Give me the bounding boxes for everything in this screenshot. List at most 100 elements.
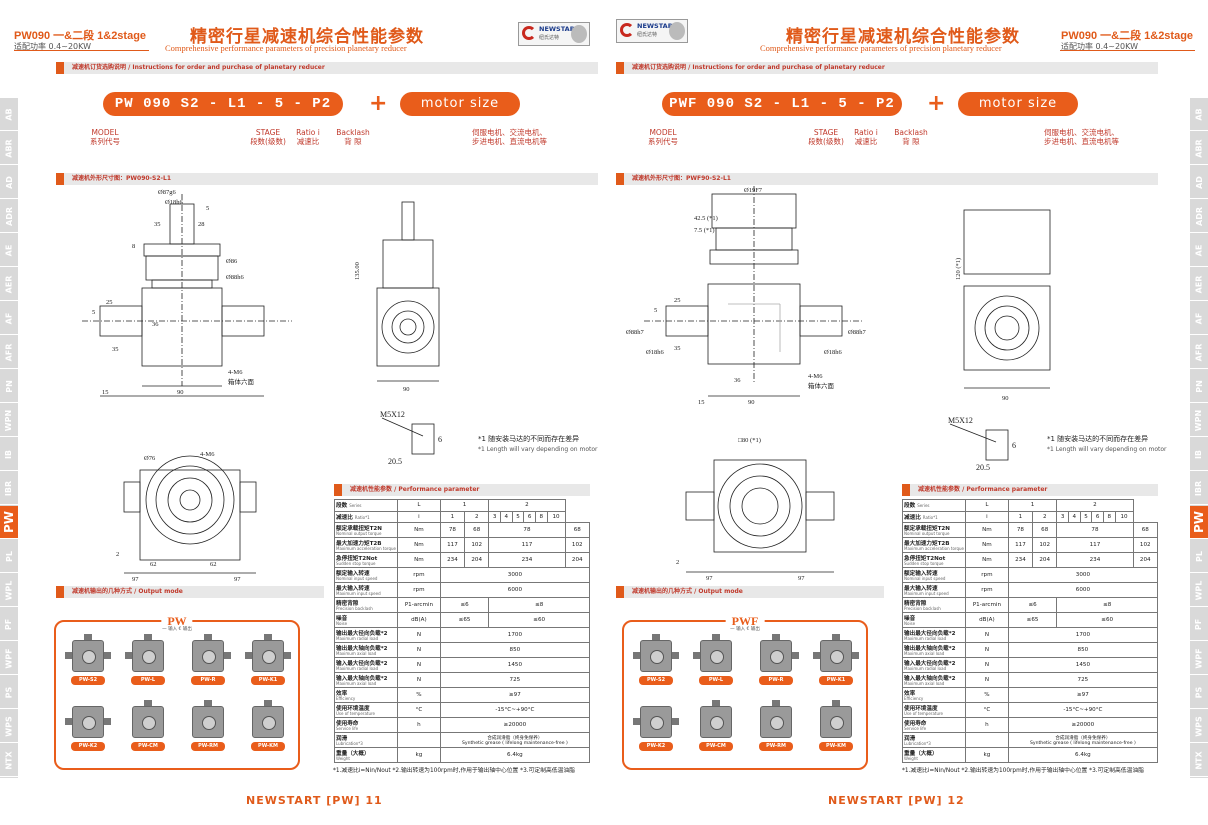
side-tab-wps[interactable]: WPS — [0, 710, 18, 743]
table-text: Precision backlash — [904, 605, 941, 611]
side-tab-ibr[interactable]: IBR — [1190, 472, 1208, 505]
side-tab-ab[interactable]: AB — [0, 98, 18, 131]
side-tab-ps[interactable]: PS — [1190, 676, 1208, 709]
side-tab-afr[interactable]: AFR — [1190, 336, 1208, 369]
side-tab-af[interactable]: AF — [0, 302, 18, 335]
side-tab-label: AF — [4, 312, 14, 324]
table-cell: N — [397, 642, 441, 658]
side-tab-abr[interactable]: ABR — [0, 132, 18, 165]
output-mode-item: PW-S2 — [630, 634, 682, 686]
side-tab-pw[interactable]: PW — [0, 506, 18, 539]
dim-label: 120 (*1) — [955, 258, 962, 280]
table-cell: L — [965, 499, 1009, 512]
dim-label: 97 — [132, 576, 139, 583]
side-tab-pl[interactable]: PL — [0, 540, 18, 573]
side-tab-ps[interactable]: PS — [0, 676, 18, 709]
side-tab-ae[interactable]: AE — [0, 234, 18, 267]
side-tab-ab[interactable]: AB — [1190, 98, 1208, 131]
side-tab-pf[interactable]: PF — [1190, 608, 1208, 641]
side-tab-abr[interactable]: ABR — [1190, 132, 1208, 165]
table-cell: 68 — [1032, 522, 1058, 538]
table-text: Noise — [336, 620, 348, 626]
side-tab-wpl[interactable]: WPL — [0, 574, 18, 607]
side-tab-ae[interactable]: AE — [1190, 234, 1208, 267]
side-tab-pn[interactable]: PN — [1190, 370, 1208, 403]
table-cell: 78 — [1056, 522, 1134, 538]
table-cell: rpm — [965, 567, 1009, 583]
side-tab-af[interactable]: AF — [1190, 302, 1208, 335]
side-tab-adr[interactable]: ADR — [1190, 200, 1208, 233]
side-tab-ib[interactable]: IB — [0, 438, 18, 471]
table-text: 额定输入转速 — [336, 570, 370, 577]
table-cell: % — [965, 687, 1009, 703]
table-text: 输出最大轴向负载*2 — [336, 645, 388, 652]
table-cell: 117 — [1007, 537, 1034, 553]
table-text: 最大加速力矩T2B — [336, 540, 382, 547]
side-tab-aer[interactable]: AER — [0, 268, 18, 301]
side-tab-ntx[interactable]: NTX — [0, 744, 18, 777]
side-tab-afr[interactable]: AFR — [0, 336, 18, 369]
table-cell: 234 — [1056, 552, 1134, 568]
table-cell: 117 — [488, 537, 566, 553]
dim-label: 15 — [102, 389, 109, 396]
side-tab-ibr[interactable]: IBR — [0, 472, 18, 505]
side-tab-ntx[interactable]: NTX — [1190, 744, 1208, 777]
table-text: Nominal output torque — [904, 530, 950, 536]
table-text: Noise — [904, 620, 916, 626]
output-tag: PW-R — [191, 676, 225, 685]
dim-label: 135.00 — [354, 262, 361, 280]
output-legend: 一 输入 € 输出 — [730, 627, 760, 632]
output-mode-item: PW-K2 — [62, 700, 114, 752]
side-tab-wpf[interactable]: WPF — [0, 642, 18, 675]
table-text: Sudden stop torque — [904, 560, 944, 566]
table-text: 减速比 — [336, 514, 353, 521]
table-cell: ≤8 — [488, 597, 590, 613]
side-tab-label: PF — [1194, 618, 1204, 630]
side-tab-ad[interactable]: AD — [0, 166, 18, 199]
side-tab-adr[interactable]: ADR — [0, 200, 18, 233]
side-tab-pn[interactable]: PN — [0, 370, 18, 403]
output-tag: PW-KM — [251, 742, 285, 751]
table-cell: rpm — [397, 582, 441, 598]
side-tab-wpl[interactable]: WPL — [1190, 574, 1208, 607]
output-mode-item: PW-K1 — [810, 634, 862, 686]
logo-brand: NEWSTART — [539, 25, 579, 33]
dim-label: 2 — [676, 559, 679, 566]
output-tag: PW-K1 — [251, 676, 285, 685]
model-header: PW090 一&二段 1&2stage — [14, 30, 147, 42]
footer-note: *1.减速比i=Nin/Nout *2.输出转速为100rpm时,作用于输出轴中… — [333, 768, 575, 774]
side-tab-wps[interactable]: WPS — [1190, 710, 1208, 743]
side-tab-pl[interactable]: PL — [1190, 540, 1208, 573]
side-tab-pf[interactable]: PF — [0, 608, 18, 641]
front-view-drawing: Ø87g6 Ø18h6 35 28 5 8 Ø86 Ø88h6 25 5 36 … — [62, 186, 312, 406]
side-tab-wpn[interactable]: WPN — [1190, 404, 1208, 437]
side-tab-aer[interactable]: AER — [1190, 268, 1208, 301]
gearbox-icon — [72, 706, 104, 738]
dim-label: 62 — [210, 561, 217, 568]
front-view-drawing: Ø19F7 42.5 (*1) 7.5 (*1) Ø88h7 Ø88h7 Ø18… — [624, 184, 874, 409]
table-cell: 78 — [488, 522, 566, 538]
label-ratio: Ratio i 减速比 — [854, 128, 878, 146]
page-right: NEWSTART 纽氏达特 精密行星减速机综合性能参数 Comprehensiv… — [604, 0, 1208, 825]
side-tab-ad[interactable]: AD — [1190, 166, 1208, 199]
label-motor-types: 伺服电机、交流电机、 步进电机、直流电机等 — [472, 128, 547, 146]
side-tab-ib[interactable]: IB — [1190, 438, 1208, 471]
logo-mark-icon — [620, 23, 634, 37]
side-tab-label: PS — [4, 686, 14, 698]
side-tab-wpn[interactable]: WPN — [0, 404, 18, 437]
table-cell: N — [965, 672, 1009, 688]
dim-label: 7.5 (*1) — [694, 227, 715, 234]
side-tab-wpf[interactable]: WPF — [1190, 642, 1208, 675]
table-cell: 3 — [1056, 510, 1070, 523]
dim-label: Ø88h6 — [226, 274, 244, 281]
table-text: 输出最大径向负载*2 — [336, 630, 388, 637]
dim-label: 20.5 — [976, 463, 990, 472]
side-tab-pw[interactable]: PW — [1190, 506, 1208, 539]
